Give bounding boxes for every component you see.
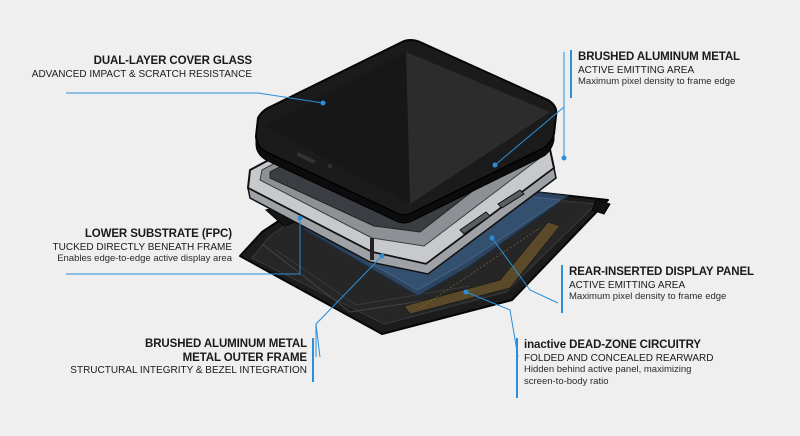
substrate-note: Enables edge-to-edge active display area — [57, 253, 232, 265]
cover-glass-layer — [254, 39, 558, 224]
callout-leader-lines — [66, 52, 565, 358]
display-panel-subtitle: ACTIVE EMITTING AREA — [569, 279, 686, 291]
display-panel-callout: REAR-INSERTED DISPLAY PANEL ACTIVE EMITT… — [569, 266, 754, 303]
dead-zone-note-2: screen-to-body ratio — [524, 375, 609, 387]
substrate-title: LOWER SUBSTRATE (FPC) — [84, 228, 232, 240]
dead-zone-accent-bar — [516, 338, 518, 398]
cover-glass-callout: DUAL-LAYER COVER GLASS ADVANCED IMPACT &… — [32, 55, 252, 80]
outer-frame-title-2: METAL OUTER FRAME — [182, 351, 307, 364]
callout-anchor-dots — [297, 100, 567, 295]
cover-glass-subtitle: ADVANCED IMPACT & SCRATCH RESISTANCE — [31, 68, 252, 80]
dead-zone-note-1: Hidden behind active panel, maximizing — [524, 364, 692, 376]
outer-frame-title-1: BRUSHED ALUMINUM METAL — [145, 338, 307, 350]
dead-zone-subtitle: FOLDED AND CONCEALED REARWARD — [524, 352, 714, 364]
substrate-callout: LOWER SUBSTRATE (FPC) TUCKED DIRECTLY BE… — [52, 228, 233, 265]
substrate-subtitle: TUCKED DIRECTLY BENEATH FRAME — [52, 241, 232, 253]
metal-top-note: Maximum pixel density to frame edge — [578, 76, 736, 88]
metal-top-accent-bar — [570, 50, 572, 98]
display-panel-note: Maximum pixel density to frame edge — [569, 291, 727, 303]
dead-zone-title: inactive DEAD-ZONE CIRCUITRY — [524, 339, 701, 351]
metal-top-title: BRUSHED ALUMINUM METAL — [578, 51, 740, 63]
metal-top-callout: BRUSHED ALUMINUM METAL ACTIVE EMITTING A… — [578, 51, 740, 88]
outer-frame-subtitle: STRUCTURAL INTEGRITY & BEZEL INTEGRATION — [70, 365, 307, 377]
outer-frame-callout: BRUSHED ALUMINUM METAL METAL OUTER FRAME… — [70, 338, 307, 377]
dead-zone-callout: inactive DEAD-ZONE CIRCUITRY FOLDED AND … — [524, 339, 713, 387]
display-panel-accent-bar — [561, 265, 563, 313]
cover-glass-title: DUAL-LAYER COVER GLASS — [93, 55, 252, 67]
metal-top-subtitle: ACTIVE EMITTING AREA — [578, 64, 695, 76]
display-panel-title: REAR-INSERTED DISPLAY PANEL — [569, 266, 754, 278]
outer-frame-accent-bar — [312, 338, 314, 382]
